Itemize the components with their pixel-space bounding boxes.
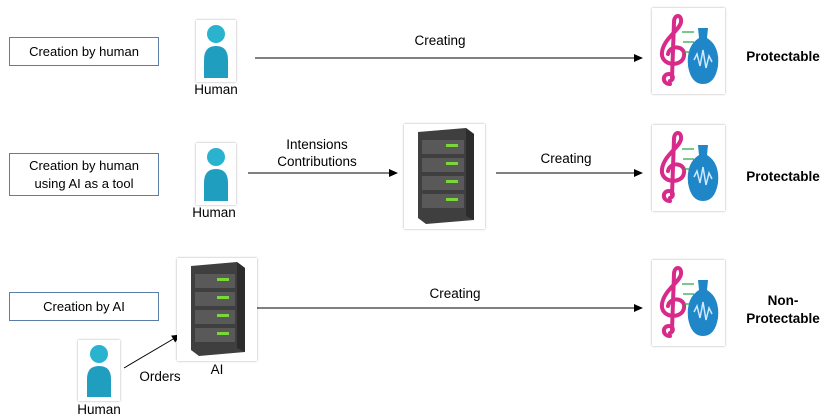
- human-frame-3: [78, 340, 120, 401]
- music-frame-2: [652, 125, 725, 211]
- orders-label: Orders: [139, 369, 181, 384]
- creating-label-1: Creating: [414, 33, 466, 48]
- creation-by-ai-box: Creation by AI: [9, 292, 159, 321]
- human-label-1: Human: [194, 82, 238, 97]
- creation-by-human-ai-tool-box: Creation by human using AI as a tool: [9, 153, 159, 196]
- creating-label-3: Creating: [429, 286, 481, 301]
- server-icon: [191, 262, 245, 356]
- person-icon: [87, 345, 111, 397]
- person-icon: [204, 25, 228, 78]
- music-frame-3: [652, 260, 725, 346]
- orders-arrow-3: [123, 334, 181, 369]
- result-label-1: Protectable: [746, 49, 820, 64]
- server-icon: [418, 128, 474, 224]
- person-icon: [204, 148, 228, 201]
- music-frame-1: [652, 8, 725, 94]
- music-creation-icon: [659, 14, 719, 86]
- ai-label: AI: [210, 362, 224, 377]
- intensions-contributions-label: Intensions Contributions: [277, 137, 357, 169]
- human-frame-2: [196, 143, 236, 205]
- server-frame-2: [404, 124, 485, 229]
- music-creation-icon: [659, 131, 719, 203]
- creating-label-2: Creating: [540, 151, 592, 166]
- human-label-2: Human: [192, 205, 236, 220]
- server-frame-3: [177, 258, 257, 361]
- result-label-2: Protectable: [746, 169, 820, 184]
- human-frame-1: [196, 20, 236, 82]
- music-creation-icon: [659, 266, 719, 338]
- creation-by-human-box: Creation by human: [9, 37, 159, 66]
- human-label-3: Human: [77, 402, 121, 417]
- result-label-3: Non- Protectable: [746, 293, 820, 326]
